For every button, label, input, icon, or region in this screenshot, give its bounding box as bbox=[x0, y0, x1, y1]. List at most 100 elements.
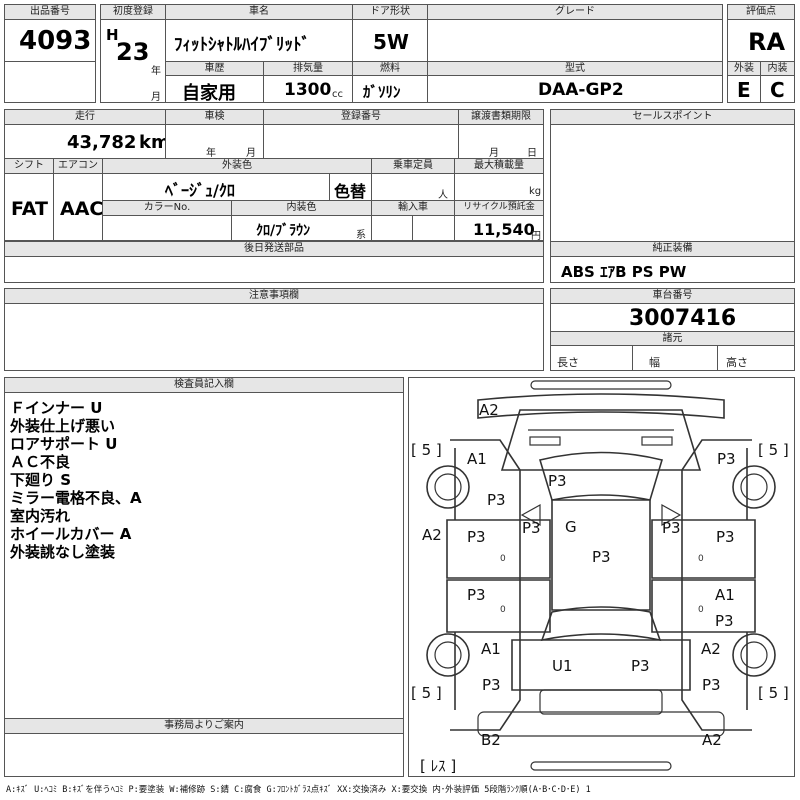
capacity-label: 乗車定員 bbox=[371, 158, 455, 174]
height-label: 高さ bbox=[726, 356, 748, 369]
recycle-deposit: 11,540 bbox=[473, 220, 535, 239]
car-name-label: 車名 bbox=[165, 4, 353, 20]
genuine-equipment-cell: ABS ｴｱB PS PW bbox=[550, 256, 795, 283]
damage-mark: A1 bbox=[481, 640, 501, 658]
right-rear-door bbox=[651, 579, 756, 633]
later-parts-cell bbox=[4, 256, 544, 283]
interior-label: 内装 bbox=[760, 61, 795, 76]
aircon-label: エアコン bbox=[53, 158, 103, 174]
max-load-cell: kg bbox=[454, 173, 544, 201]
mileage-unit: km bbox=[139, 132, 165, 153]
color-number-cell bbox=[102, 215, 232, 241]
inspector-note: 下廻り S bbox=[10, 471, 72, 489]
damage-mark: P3 bbox=[467, 586, 486, 604]
height-cell: 高さ bbox=[717, 345, 795, 371]
shift-cell: FAT bbox=[4, 173, 54, 241]
fuel-label: 燃料 bbox=[352, 61, 428, 76]
door-handle-mark: 0 bbox=[500, 554, 506, 564]
first-registration-cell: H 23 年 月 bbox=[100, 19, 166, 103]
interior-cell: C bbox=[760, 75, 795, 103]
car-name-cell: ﾌｨｯﾄｼｬﾄﾙﾊｲﾌﾞﾘｯﾄﾞ bbox=[165, 19, 353, 62]
damage-mark: P3 bbox=[715, 612, 734, 630]
exterior-grade: E bbox=[737, 78, 751, 102]
damage-mark: A1 bbox=[467, 450, 487, 468]
registration-number-cell bbox=[263, 124, 459, 159]
fuel: ｶﾞｿﾘﾝ bbox=[363, 83, 401, 101]
transfer-deadline-label: 譲渡書類期限 bbox=[458, 109, 544, 125]
hood bbox=[500, 409, 702, 471]
transfer-day-unit: 日 bbox=[527, 148, 537, 159]
history: 自家用 bbox=[182, 83, 236, 103]
legend: A:ｷｽﾞ U:ﾍｺﾐ B:ｷｽﾞを伴うﾍｺﾐ P:要塗装 W:補修跡 S:錆 … bbox=[6, 785, 591, 795]
left-rear-door bbox=[446, 579, 551, 633]
inspector-note: ロアサポート U bbox=[10, 435, 118, 453]
inspector-note: Ｆインナー U bbox=[10, 399, 103, 417]
interior-grade: C bbox=[770, 78, 785, 102]
max-load-label: 最大積載量 bbox=[454, 158, 544, 174]
office-notice-cell bbox=[4, 733, 404, 777]
color-number-label: カラーNo. bbox=[102, 200, 232, 216]
car-name: ﾌｨｯﾄｼｬﾄﾙﾊｲﾌﾞﾘｯﾄﾞ bbox=[174, 35, 310, 55]
damage-mark: A2 bbox=[702, 731, 722, 749]
capacity-cell: 人 bbox=[371, 173, 455, 201]
exterior-cell: E bbox=[727, 75, 761, 103]
era: H bbox=[106, 26, 119, 44]
interior-color: ｸﾛ/ﾌﾞﾗｳﾝ bbox=[256, 223, 311, 239]
later-parts-label: 後日発送部品 bbox=[4, 241, 544, 257]
door-type: 5W bbox=[373, 30, 409, 54]
rear-window bbox=[540, 606, 662, 642]
right-mirror bbox=[661, 503, 682, 527]
genuine-equipment-label: 純正装備 bbox=[550, 241, 795, 257]
rear-panel bbox=[477, 711, 725, 737]
score-cell: RA bbox=[727, 19, 795, 62]
car-diagram: 0 0 0 0 [ 5 ] [ 5 ] [ 5 ] [ 5 ] [ ﾚｽ ] A… bbox=[411, 380, 789, 775]
lot-number-cell: 4093 bbox=[4, 19, 96, 62]
inspection-label: 車検 bbox=[165, 109, 264, 125]
right-front-door bbox=[651, 519, 756, 579]
aircon-cell: AAC bbox=[53, 173, 103, 241]
damage-mark: P3 bbox=[548, 472, 567, 490]
wheel-front-right bbox=[732, 465, 776, 509]
inspection-month-unit: 月 bbox=[246, 148, 256, 159]
front-grille-left bbox=[529, 436, 561, 446]
car-diagram-frame bbox=[408, 377, 795, 777]
notes-cell bbox=[4, 303, 544, 371]
model-cell: DAA-GP2 bbox=[427, 75, 723, 103]
exterior-color-cell: ﾍﾞｰｼﾞｭ/ｸﾛ bbox=[102, 173, 372, 201]
tire-tread-rear-right: [ 5 ] bbox=[758, 684, 789, 702]
interior-color-label: 内装色 bbox=[231, 200, 372, 216]
import-cell-left bbox=[371, 215, 413, 241]
rear-bumper-bar bbox=[530, 761, 672, 771]
front-bumper bbox=[477, 393, 725, 419]
inspector-note: ＡＣ不良 bbox=[10, 453, 71, 471]
tire-tread-front-right: [ 5 ] bbox=[758, 441, 789, 459]
year-unit: 年 bbox=[151, 66, 161, 77]
tire-tread-front-left: [ 5 ] bbox=[411, 441, 442, 459]
notes-label: 注意事項欄 bbox=[4, 288, 544, 304]
chassis-number-label: 車台番号 bbox=[550, 288, 795, 304]
recycle-deposit-unit: 円 bbox=[531, 231, 541, 241]
door-handle-mark: 0 bbox=[500, 605, 506, 615]
transfer-deadline-cell: 月 日 bbox=[458, 124, 544, 159]
color-change: 色替 bbox=[334, 182, 367, 201]
interior-color-suffix: 系 bbox=[356, 230, 366, 241]
chassis-number: 3007416 bbox=[629, 306, 737, 331]
door-handle-mark: 0 bbox=[698, 554, 704, 564]
exterior-color-label: 外装色 bbox=[102, 158, 372, 174]
inspector-notes-cell: Ｆインナー U 外装仕上げ悪い ロアサポート U ＡＣ不良 下廻り S ミラー電… bbox=[4, 392, 404, 719]
front-grille-right bbox=[641, 436, 673, 446]
damage-mark: A2 bbox=[422, 526, 442, 544]
width-label: 幅 bbox=[649, 356, 660, 369]
wheel-rear-right bbox=[732, 633, 776, 677]
damage-mark: P3 bbox=[467, 528, 486, 546]
first-registration-label: 初度登録 bbox=[100, 4, 166, 20]
transfer-month-unit: 月 bbox=[489, 148, 499, 159]
genuine-equipment: ABS ｴｱB PS PW bbox=[561, 263, 687, 281]
displacement-unit: cc bbox=[332, 89, 343, 100]
damage-mark: P3 bbox=[487, 491, 506, 509]
rear-hatch bbox=[511, 639, 691, 691]
front-bumper-bar bbox=[530, 380, 672, 390]
damage-mark: P3 bbox=[482, 676, 501, 694]
inspector-note: 室内汚れ bbox=[10, 507, 71, 525]
inspection-year-unit: 年 bbox=[206, 148, 216, 159]
